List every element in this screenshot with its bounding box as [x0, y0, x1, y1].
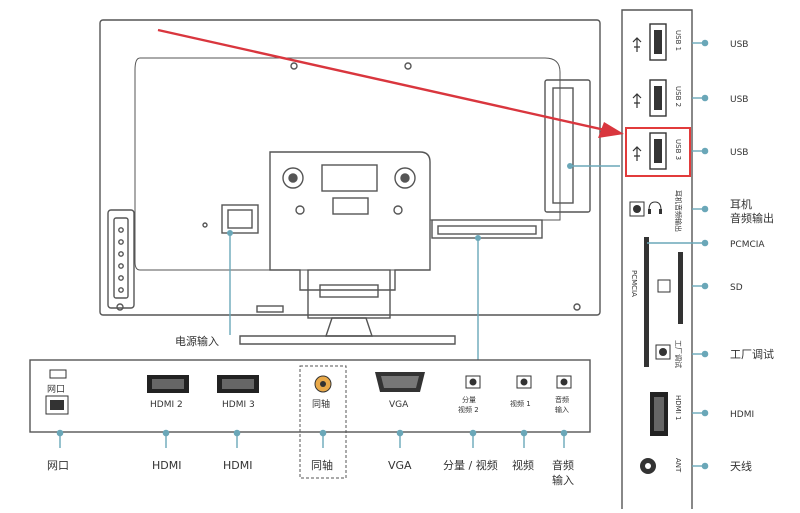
sd-card-icon — [657, 279, 671, 293]
bottom-leaders — [56, 429, 568, 448]
bottom-port-panel — [29, 359, 591, 433]
headphone-label-2: 音频输出 — [730, 211, 774, 225]
network-port — [45, 369, 69, 415]
usb2-port — [649, 79, 667, 117]
usb3-highlight — [625, 127, 691, 177]
usb-label-a: USB — [730, 40, 748, 50]
bottom-dot — [475, 235, 481, 241]
video1-top-label: 视频 1 — [510, 399, 531, 408]
service-label: 工厂调试 — [730, 348, 774, 361]
headphone-label-1: 耳机 — [730, 197, 752, 211]
headphone-vert-label: 耳机音频输出 — [674, 190, 683, 232]
audio-in-port — [556, 375, 572, 389]
audio-in-label-1: 音频 — [552, 458, 574, 472]
coax-label: 同轴 — [311, 458, 333, 472]
power-label: 电源输入 — [175, 334, 219, 348]
ant-vert-label: ANT — [674, 458, 682, 473]
audio-in-label-2: 输入 — [552, 473, 574, 487]
pcmcia-label: PCMCIA — [730, 240, 765, 250]
antenna-port — [640, 458, 656, 474]
usb1-vert-label: USB 1 — [674, 30, 682, 51]
side-dot — [567, 163, 573, 169]
side-leader — [229, 165, 620, 360]
hdmi3-label: HDMI 3 — [222, 400, 255, 410]
coax-highlight-box — [299, 365, 347, 479]
hdmi2-port — [147, 375, 189, 393]
vga-port — [375, 372, 425, 392]
usb-trident-icon — [632, 37, 642, 161]
usb3-port — [649, 132, 667, 170]
hdmi3-port — [217, 375, 259, 393]
coax-port — [314, 375, 332, 393]
component-top-2: 视频 2 — [458, 405, 479, 414]
vga-label: VGA — [388, 459, 412, 472]
vga-top-label: VGA — [389, 400, 409, 410]
service-vert-label: 工厂调试 — [674, 340, 683, 368]
audio-in-top-2: 输入 — [555, 405, 569, 414]
headphone-jack — [629, 201, 662, 217]
sd-label: SD — [730, 283, 743, 293]
component-port — [465, 375, 481, 389]
pointer-arrow — [157, 28, 624, 138]
component-top-1: 分量 — [462, 395, 476, 404]
tv-body — [99, 19, 601, 345]
video1-port — [516, 375, 532, 389]
service-jack — [655, 344, 671, 360]
usb2-vert-label: USB 2 — [674, 86, 682, 107]
audio-in-top-1: 音频 — [555, 395, 569, 404]
right-leaders — [647, 39, 709, 470]
pcmcia-slot — [644, 237, 649, 367]
network-label: 网口 — [47, 459, 69, 472]
hdmi-right-label: HDMI — [730, 410, 754, 420]
video-label: 视频 — [512, 458, 534, 472]
usb-label-b: USB — [730, 95, 748, 105]
component-label: 分量 / 视频 — [443, 458, 498, 472]
network-top-label: 网口 — [47, 384, 65, 395]
usb-label-c: USB — [730, 148, 748, 158]
hdmi-label-a: HDMI — [152, 459, 181, 472]
coax-top-label: 同轴 — [312, 398, 330, 410]
sd-slot — [678, 252, 683, 324]
hdmi-label-b: HDMI — [223, 459, 252, 472]
power-dot — [227, 230, 233, 236]
hdmi2-label: HDMI 2 — [150, 400, 183, 410]
hdmi1-vert-label: HDMI 1 — [674, 395, 682, 420]
hdmi1-port — [650, 392, 668, 436]
antenna-label: 天线 — [730, 459, 752, 473]
usb1-port — [649, 23, 667, 61]
side-port-panel — [621, 9, 693, 509]
usb3-vert-label: USB 3 — [674, 139, 682, 160]
pcmcia-vert-label: PCMCIA — [630, 270, 638, 297]
